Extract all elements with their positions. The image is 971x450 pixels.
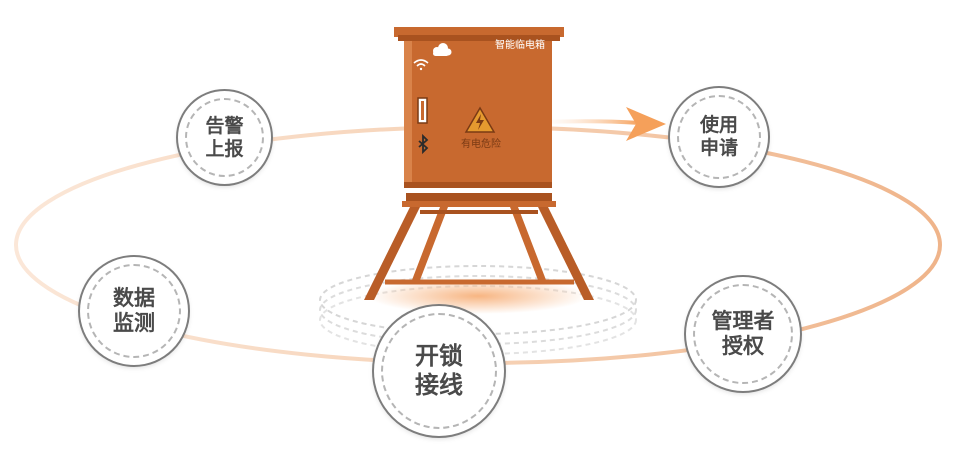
node-alert-line1: 告警 <box>205 114 244 137</box>
node-alert-line2: 上报 <box>205 137 244 160</box>
node-unlock-line2: 接线 <box>415 371 463 399</box>
cloud-icon <box>433 43 452 56</box>
lock-slot <box>417 97 428 124</box>
node-data-line1: 数据 <box>113 285 155 310</box>
cabinet-title: 智能临电箱 <box>495 38 545 51</box>
node-admin-line1: 管理者 <box>711 308 775 333</box>
node-admin-authorization: 管理者 授权 <box>686 277 800 391</box>
wifi-icon <box>413 59 429 71</box>
node-apply-line1: 使用 <box>699 114 738 137</box>
node-data-monitoring: 数据 监测 <box>80 257 188 365</box>
cabinet-stand <box>364 193 594 300</box>
node-alert-report: 告警 上报 <box>178 91 271 184</box>
high-voltage-warning-icon <box>464 106 496 133</box>
warning-label: 有电危险 <box>461 137 501 150</box>
bluetooth-icon <box>418 133 429 155</box>
node-unlock-line1: 开锁 <box>415 342 463 371</box>
node-unlock-wiring: 开锁 接线 <box>374 306 504 436</box>
node-usage-request: 使用 申请 <box>670 88 768 186</box>
direction-arrow <box>539 107 666 141</box>
node-apply-line2: 申请 <box>699 137 738 159</box>
node-admin-line2: 授权 <box>722 334 764 358</box>
node-data-line2: 监测 <box>113 311 155 335</box>
